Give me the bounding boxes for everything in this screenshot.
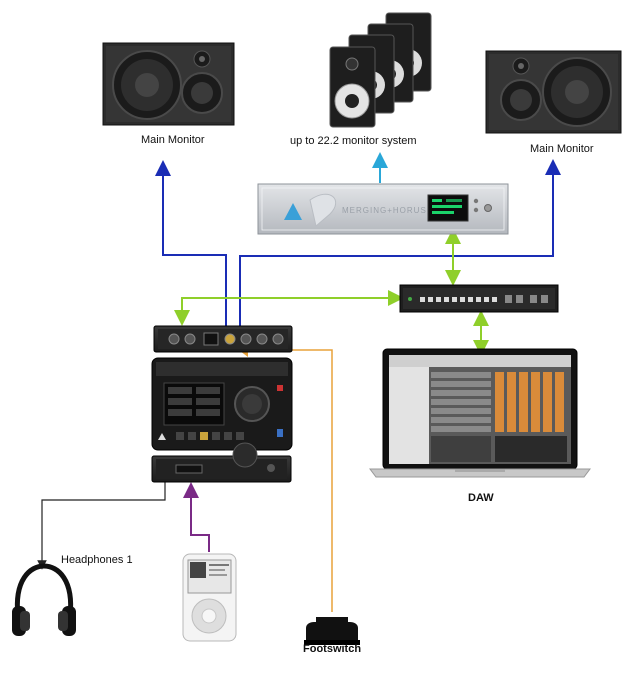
processor-brand: MERGING+HORUS bbox=[342, 206, 427, 215]
rack-processor-icon: MERGING+HORUS bbox=[257, 183, 509, 235]
headphones-icon bbox=[12, 563, 76, 636]
link-left-monitor bbox=[155, 160, 227, 326]
label-main-monitor-left: Main Monitor bbox=[141, 134, 205, 146]
audio-interface-icon bbox=[153, 325, 293, 353]
label-footswitch: Footswitch bbox=[303, 643, 362, 655]
media-player-icon bbox=[182, 553, 237, 642]
speaker-icon bbox=[485, 50, 622, 134]
network-switch-icon bbox=[399, 284, 559, 313]
speaker-stack-icon bbox=[329, 12, 432, 128]
control-surface-icon bbox=[151, 357, 293, 451]
footswitch-icon bbox=[304, 617, 360, 645]
link-interface-switch bbox=[174, 290, 404, 326]
headphone-amp-icon bbox=[151, 442, 292, 483]
link-player bbox=[183, 482, 210, 552]
link-headphones bbox=[37, 482, 166, 570]
label-monitor-system: up to 22.2 monitor system bbox=[290, 135, 417, 147]
label-headphones: Headphones 1 bbox=[61, 554, 133, 566]
speaker-icon bbox=[102, 42, 235, 126]
laptop-daw-icon bbox=[369, 348, 591, 478]
label-main-monitor-right: Main Monitor bbox=[530, 143, 594, 155]
label-daw: DAW bbox=[468, 492, 494, 504]
